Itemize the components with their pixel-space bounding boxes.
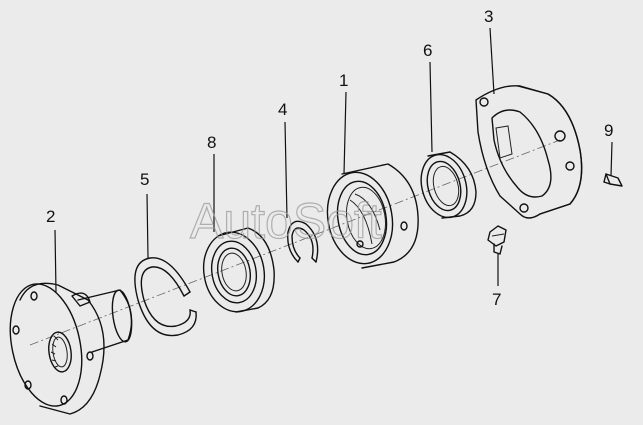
- part-4-retaining-ring: [287, 220, 319, 263]
- assembly-axis: [29, 139, 561, 346]
- callout-4: 4: [278, 100, 287, 119]
- watermark-text: AutoSoft: [190, 193, 382, 249]
- part-3-clamp-body: [475, 85, 583, 219]
- part-1-housing: [326, 163, 419, 269]
- leader-lines: [54, 27, 613, 293]
- callout-3: 3: [484, 7, 493, 26]
- callout-6: 6: [423, 41, 432, 60]
- part-6-seal: [420, 151, 477, 219]
- part-9-pin: [603, 173, 623, 187]
- callout-7: 7: [492, 290, 501, 309]
- callout-9: 9: [604, 121, 613, 140]
- part-2-flange: [9, 282, 133, 415]
- callout-2: 2: [46, 207, 55, 226]
- part-5-snap-ring: [134, 257, 197, 337]
- callout-1: 1: [339, 71, 348, 90]
- callout-8: 8: [207, 133, 216, 152]
- part-8-bearing: [202, 227, 275, 313]
- part-7-grease-fitting: [487, 225, 507, 255]
- callout-5: 5: [140, 170, 149, 189]
